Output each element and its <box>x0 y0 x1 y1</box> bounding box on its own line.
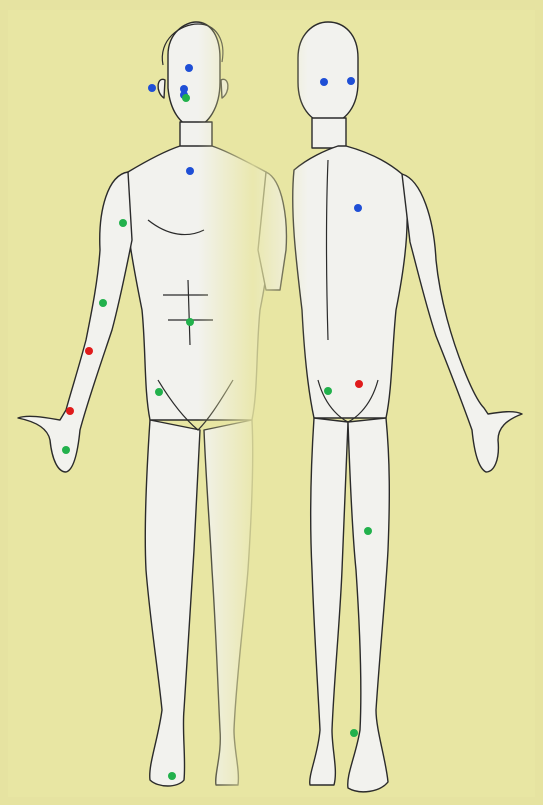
front-point-chin <box>182 94 190 102</box>
back-point-buttock-left <box>324 387 332 395</box>
front-point-toe <box>168 772 176 780</box>
back-point-knee-back <box>364 527 372 535</box>
front-ear <box>158 79 165 98</box>
back-point-ankle <box>350 729 358 737</box>
view-seam <box>198 10 308 797</box>
back-point-buttock-right <box>355 380 363 388</box>
back-point-head-right <box>347 77 355 85</box>
front-point-throat <box>186 167 194 175</box>
front-point-navel <box>186 318 194 326</box>
front-point-elbow <box>99 299 107 307</box>
back-point-upper-back <box>354 204 362 212</box>
front-point-wrist <box>66 407 74 415</box>
front-point-head-top <box>185 64 193 72</box>
front-arm-left <box>18 172 132 472</box>
back-neck <box>312 118 346 148</box>
front-point-head-left <box>148 84 156 92</box>
front-point-palm <box>62 446 70 454</box>
back-arm-right <box>402 174 522 472</box>
back-leg-left <box>310 418 348 785</box>
anatomy-illustration <box>8 10 535 797</box>
front-point-groin <box>155 388 163 396</box>
front-point-forearm <box>85 347 93 355</box>
back-figure <box>293 22 522 792</box>
back-torso <box>293 146 407 418</box>
front-leg-left <box>145 420 200 786</box>
illustration-panel <box>8 10 535 797</box>
back-point-head-left <box>320 78 328 86</box>
front-point-shoulder <box>119 219 127 227</box>
